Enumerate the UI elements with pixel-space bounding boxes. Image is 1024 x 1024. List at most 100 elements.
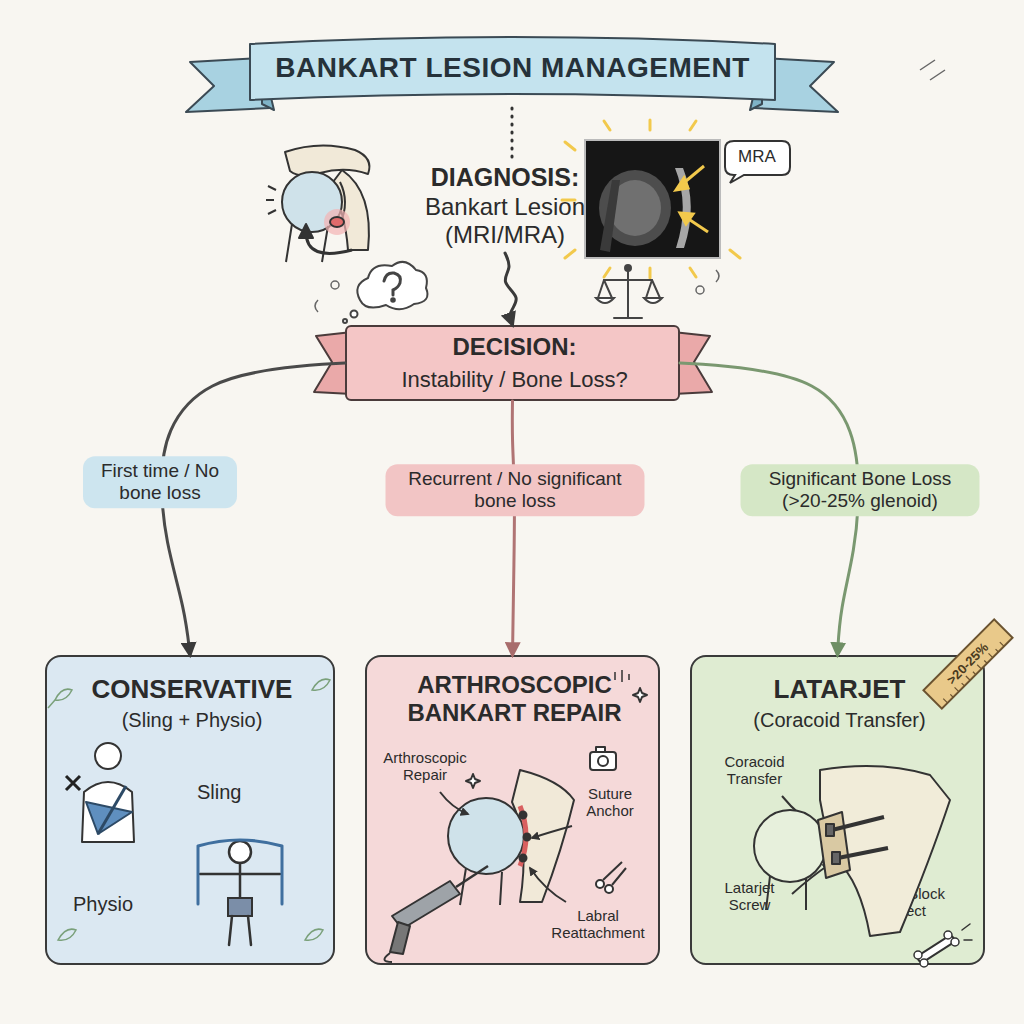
mri-image [585,140,720,258]
leaf-doodle [48,700,55,708]
branch-label: Significant Bone Loss (>20-25% glenoid) [741,464,980,516]
mri-image [600,180,620,252]
doodle-marks [696,286,704,294]
mri-image [565,142,575,150]
leaf-doodle [55,689,72,700]
scales-icon [644,298,662,303]
latarjet-illustration [754,810,826,882]
ruler-dimension: >20-25% [944,640,991,687]
arthroscopy-illustration [384,670,647,962]
node-text: Bankart Lesion (MRI/MRA) [398,193,612,248]
option-box: LATARJET(Coracoid Transfer)Coracoid Tran… [690,655,985,965]
arthroscopy-illustration [603,862,626,885]
title-ribbon [186,37,838,112]
arthroscopy-illustration [596,880,604,888]
part-label: Suture Anchor [565,785,655,820]
mri-image [730,250,740,258]
sling-figure [98,786,126,834]
ruler-tag [923,619,1012,708]
speech-bubble: MRA [722,138,792,184]
bone-icon [922,940,950,958]
physio-figure [198,840,282,904]
bone-icon [962,924,972,940]
shoulder-illustration [299,224,313,238]
mri-image [676,166,708,232]
latarjet-illustration [754,766,950,936]
thought-cloud [384,273,400,295]
leader-line [852,870,880,880]
thought-cloud [343,262,428,323]
latarjet-illustration [766,876,806,910]
arthroscopy-illustration [520,855,527,862]
mri-image [604,268,610,277]
part-label: Labral Reattachment [539,907,657,942]
arthroscopy-illustration [460,868,502,905]
diagnosis-node: DIAGNOSIS:Bankart Lesion (MRI/MRA) [398,163,612,253]
physio-figure [228,898,252,916]
physio-figure [229,916,251,945]
arthroscopy-illustration [596,747,605,752]
arthroscopy-illustration [390,922,410,954]
latarjet-illustration [832,852,840,864]
shoulder-illustration [266,145,369,262]
bone-icon [920,959,928,967]
thought-cloud [351,311,358,318]
arthroscopy-illustration [384,953,392,962]
arthroscopy-illustration [598,756,608,766]
leader-line [530,868,566,902]
sling-figure [95,743,121,769]
arthroscopy-illustration [633,688,647,702]
node-text: Instability / Bone Loss? [347,367,682,392]
box-subheading: (Coracoid Transfer) [692,709,987,732]
bubble-text: MRA [722,147,792,167]
title-ribbon [250,37,775,100]
latarjet-illustration [820,766,950,936]
shoulder-illustration [306,232,352,253]
box-heading: CONSERVATIVE [47,675,337,705]
flow-arrow [505,253,516,325]
doodle-marks [315,300,318,312]
leaf-doodle [48,679,330,940]
arthroscopy-illustration [520,812,527,819]
leader-line [782,796,818,826]
latarjet-illustration [818,812,850,878]
leader-line [440,792,468,814]
mri-image [562,120,740,278]
leader-line [792,864,830,894]
part-label: Coracoid Transfer [707,753,802,788]
doodle-marks [920,60,945,80]
bone-icon [944,931,952,939]
leaf-doodle [58,929,76,940]
doodle-marks [331,281,339,289]
physio-figure [198,840,282,945]
latarjet-illustration [826,824,834,836]
flow-arrow [680,363,858,655]
mri-image [649,120,652,130]
scales-icon [598,280,660,298]
doodle-marks [716,270,719,282]
sling-figure [82,782,134,842]
mri-image [649,268,652,278]
mri-image [680,213,693,224]
arthroscopy-illustration [520,806,526,866]
physio-figure [229,841,251,863]
bone-icon [914,924,972,967]
bone-icon [922,940,950,958]
mri-image [676,178,688,190]
box-subheading: (Sling + Physio) [47,709,337,732]
sling-figure [86,802,132,834]
mri-image [604,121,610,130]
arthroscopy-illustration [524,834,531,841]
latarjet-illustration [832,817,888,858]
mri-image [690,121,696,130]
mri-image [565,250,575,258]
shoulder-illustration [330,217,344,227]
doodle-marks [315,60,945,312]
scales-icon [596,265,662,318]
thought-cloud [343,319,347,323]
branch-label: First time / No bone loss [83,456,237,508]
sling-figure [66,743,134,842]
